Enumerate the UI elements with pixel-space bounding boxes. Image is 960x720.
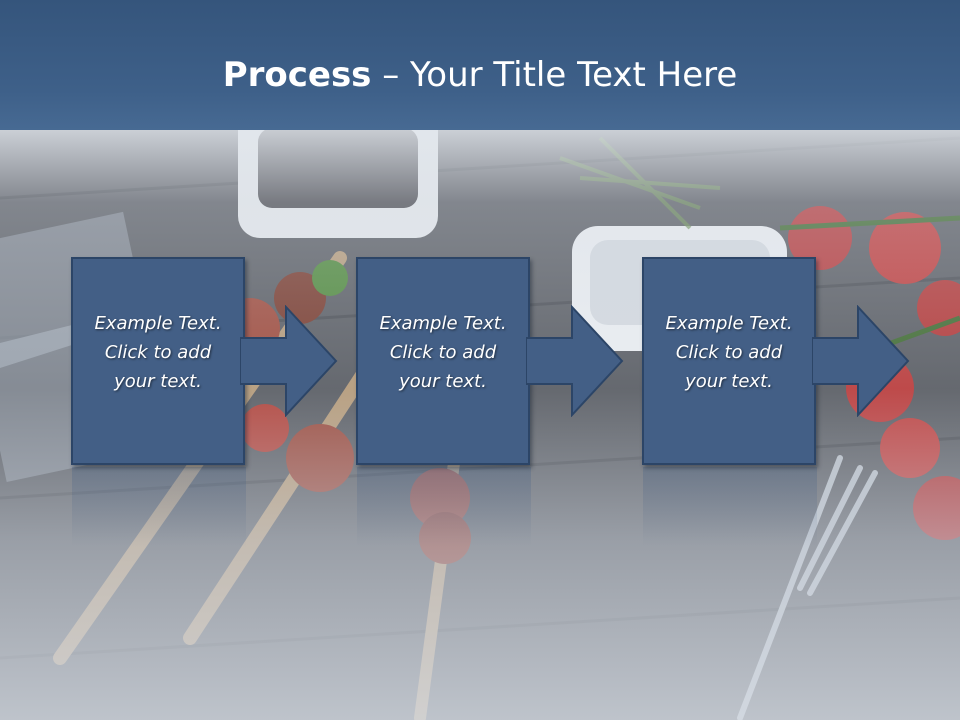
arrow-right-icon (240, 305, 338, 417)
step-box-1[interactable]: Example Text. Click to add your text. (71, 257, 245, 465)
title-bold: Process (222, 55, 372, 95)
title-rest: – Your Title Text Here (371, 55, 738, 95)
slide-title[interactable]: Process – Your Title Text Here (0, 50, 960, 100)
step-1-reflection (72, 467, 246, 547)
arrow-right-icon (526, 305, 624, 417)
step-box-3[interactable]: Example Text. Click to add your text. (642, 257, 816, 465)
arrow-right-icon (812, 305, 910, 417)
title-bar (0, 0, 960, 130)
step-3-reflection (643, 467, 817, 547)
step-1-text: Example Text. Click to add your text. (94, 313, 222, 392)
step-2-text: Example Text. Click to add your text. (379, 313, 507, 392)
step-3-text: Example Text. Click to add your text. (665, 313, 793, 392)
step-box-2[interactable]: Example Text. Click to add your text. (356, 257, 530, 465)
step-2-reflection (357, 467, 531, 547)
